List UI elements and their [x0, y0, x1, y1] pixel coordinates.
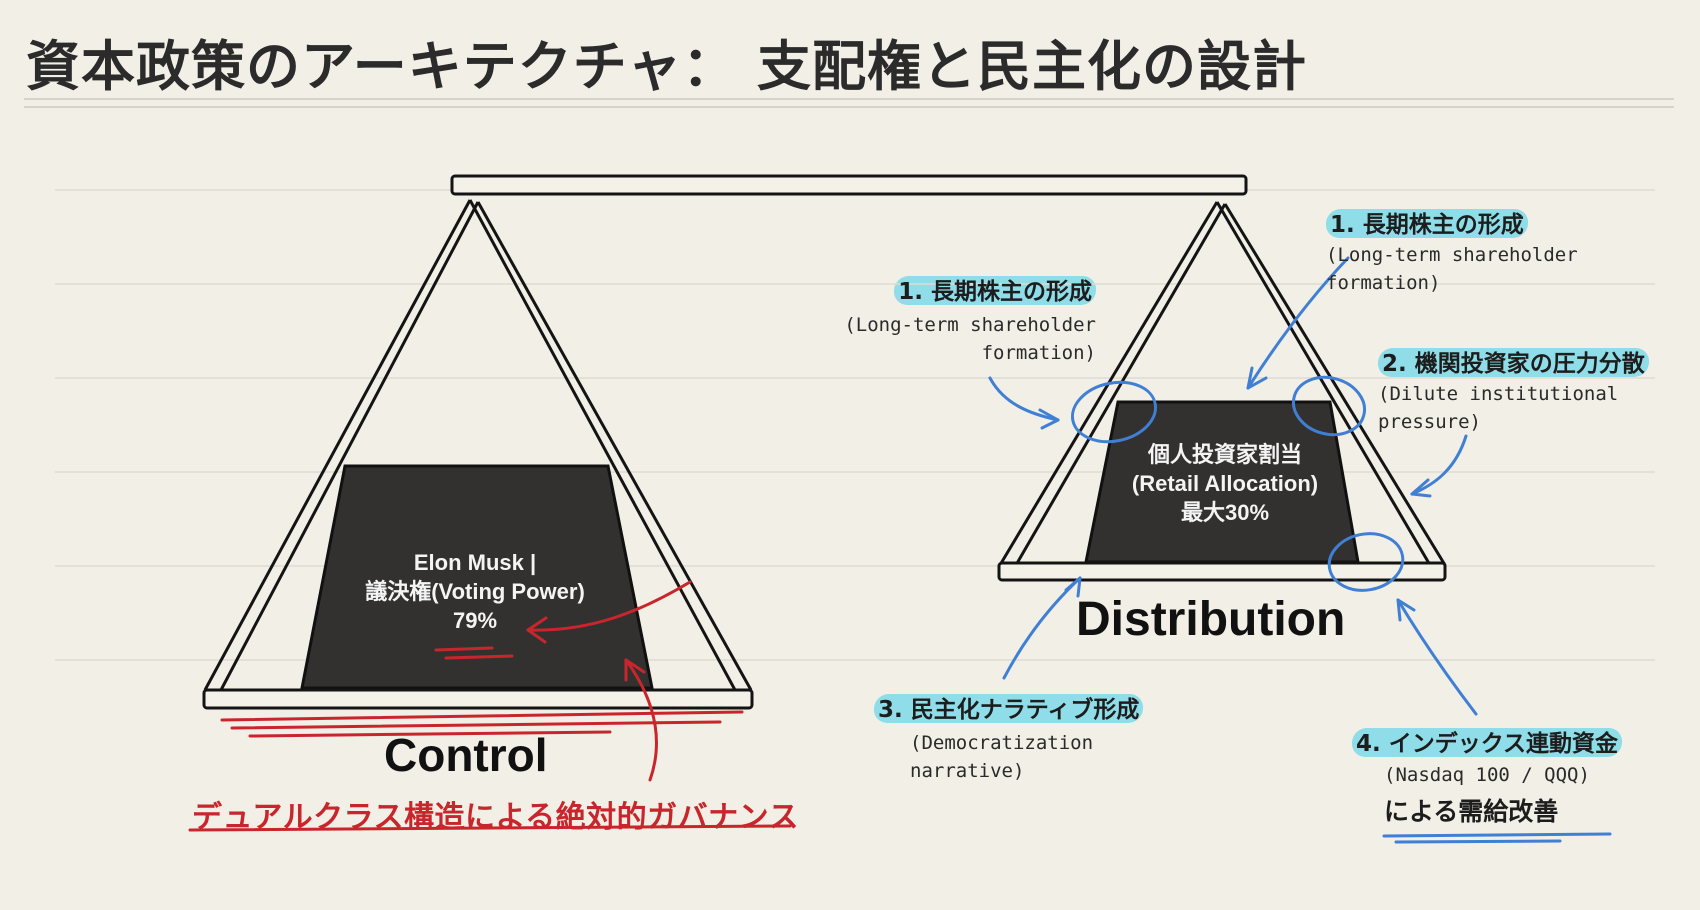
distribution-label: Distribution	[1076, 593, 1346, 646]
red-accents	[188, 580, 792, 832]
annotation-extra: による需給改善	[1384, 796, 1559, 826]
annotation-subtext: (Long-term shareholder formation)	[1326, 242, 1578, 297]
annotation-heading: 4. インデックス連動資金	[1352, 724, 1622, 758]
annotation-subtext-line: pressure)	[1378, 410, 1481, 433]
annotation-subtext-line: (Long-term shareholder	[844, 314, 1096, 336]
annotation-heading: 1. 長期株主の形成	[1326, 205, 1528, 239]
box-metric-value: 79%	[452, 608, 498, 634]
annotation-subtext-line: (Long-term shareholder	[1326, 244, 1578, 266]
annotation-heading: 3. 民主化ナラティブ形成	[874, 690, 1143, 724]
annotation-subtext-line: narrative)	[910, 759, 1025, 782]
annotation-long-term-left: 1. 長期株主の形成 (Long-term shareholder format…	[760, 272, 1096, 367]
annotation-institutional-pressure: 2. 機関投資家の圧力分散 (Dilute institutional pres…	[1378, 344, 1649, 436]
annotation-subtext: (Long-term shareholder formation)	[760, 312, 1096, 367]
scale-beam	[450, 174, 1248, 196]
annotation-subtext-line: (Democratization	[910, 732, 1094, 754]
annotation-subtext-line: formation)	[1326, 271, 1441, 294]
annotation-democratization: 3. 民主化ナラティブ形成 (Democratization narrative…	[874, 690, 1143, 785]
annotation-index-funds: 4. インデックス連動資金 (Nasdaq 100 / QQQ) による需給改善	[1352, 724, 1622, 828]
control-label: Control	[384, 729, 548, 781]
control-sublabel: デュアルクラス構造による絶対的ガバナンス	[192, 800, 799, 835]
annotation-subtext-line: (Dilute institutional	[1378, 383, 1619, 405]
box-owner-label: Elon Musk |	[413, 550, 537, 575]
box-metric-value: 最大30%	[1180, 500, 1270, 526]
annotation-heading: 2. 機関投資家の圧力分散	[1378, 344, 1649, 378]
left-pan-plate	[202, 688, 754, 710]
annotation-long-term-right: 1. 長期株主の形成 (Long-term shareholder format…	[1326, 205, 1578, 297]
annotation-subtext: (Democratization narrative)	[910, 730, 1143, 785]
annotation-subtext: (Nasdaq 100 / QQQ)	[1384, 762, 1622, 790]
title-divider-2	[24, 106, 1674, 108]
annotation-subtext-line: (Nasdaq 100 / QQQ)	[1384, 764, 1590, 786]
box-metric-label: 議決権(Voting Power)	[365, 579, 585, 605]
right-pan-plate	[997, 561, 1447, 582]
blue-accents	[988, 256, 1612, 844]
page-title: 資本政策のアーキテクチャ： 支配権と民主化の設計	[26, 35, 1308, 98]
annotation-subtext: (Dilute institutional pressure)	[1378, 381, 1649, 436]
left-pan-ropes	[203, 199, 753, 691]
voting-power-text: Elon Musk | 議決権(Voting Power) 79%	[340, 548, 610, 635]
annotation-subtext-line: formation)	[981, 341, 1096, 364]
box-metric-label-ja: 個人投資家割当	[1147, 442, 1302, 467]
annotation-heading: 1. 長期株主の形成	[894, 272, 1096, 306]
box-metric-label-en: (Retail Allocation)	[1131, 471, 1319, 497]
retail-allocation-text: 個人投資家割当 (Retail Allocation) 最大30%	[1100, 440, 1350, 527]
title-divider	[24, 98, 1674, 100]
voting-power-box	[300, 464, 654, 690]
